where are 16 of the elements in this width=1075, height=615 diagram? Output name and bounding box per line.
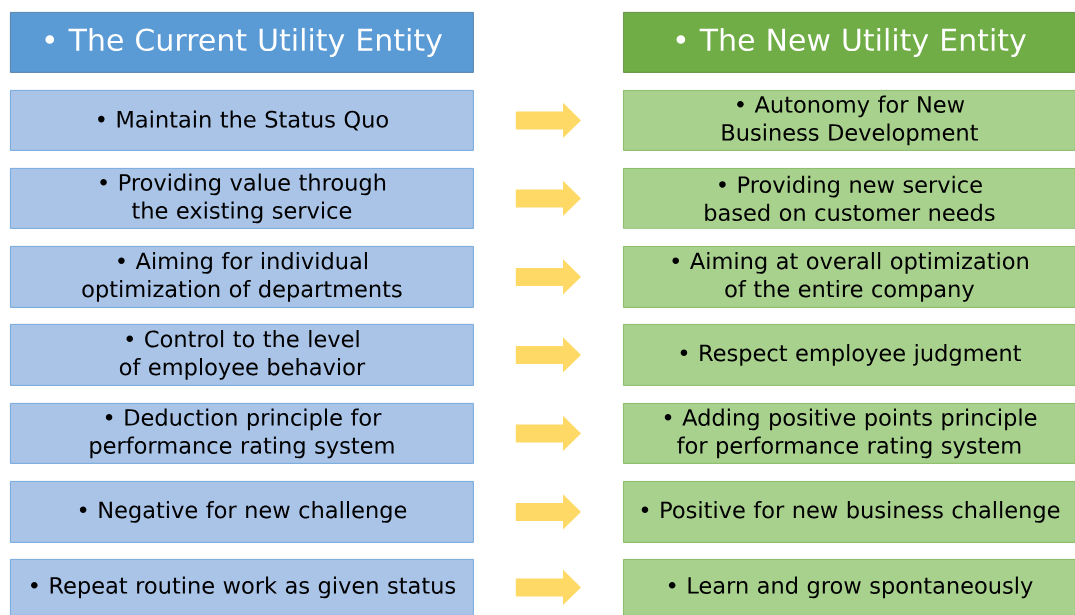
text-box: • Respect employee judgment <box>623 324 1075 386</box>
text-box: • Providing new service based on customer needs <box>623 168 1075 229</box>
text-box: • Maintain the Status Quo <box>10 90 474 151</box>
header-box: • The New Utility Entity <box>623 12 1075 73</box>
text-box: • Adding positive points principle for performance rating system <box>623 403 1075 464</box>
text-box: • Control to the level of employee behavior <box>10 324 474 386</box>
text-box: • Autonomy for New Business Development <box>623 90 1075 151</box>
header-box: • The Current Utility Entity <box>10 12 474 73</box>
text-box: • Aiming at overall optimization of the entire company <box>623 246 1075 308</box>
text-box: • Positive for new business challenge <box>623 481 1075 543</box>
text-box: • Repeat routine work as given status <box>10 559 474 615</box>
text-box: • Aiming for individual optimization of departments <box>10 246 474 308</box>
text-box: • Deduction principle for performance rating system <box>10 403 474 464</box>
text-box: • Negative for new challenge <box>10 481 474 543</box>
text-box: • Providing value through the existing service <box>10 168 474 229</box>
text-box: • Learn and grow spontaneously <box>623 559 1075 615</box>
